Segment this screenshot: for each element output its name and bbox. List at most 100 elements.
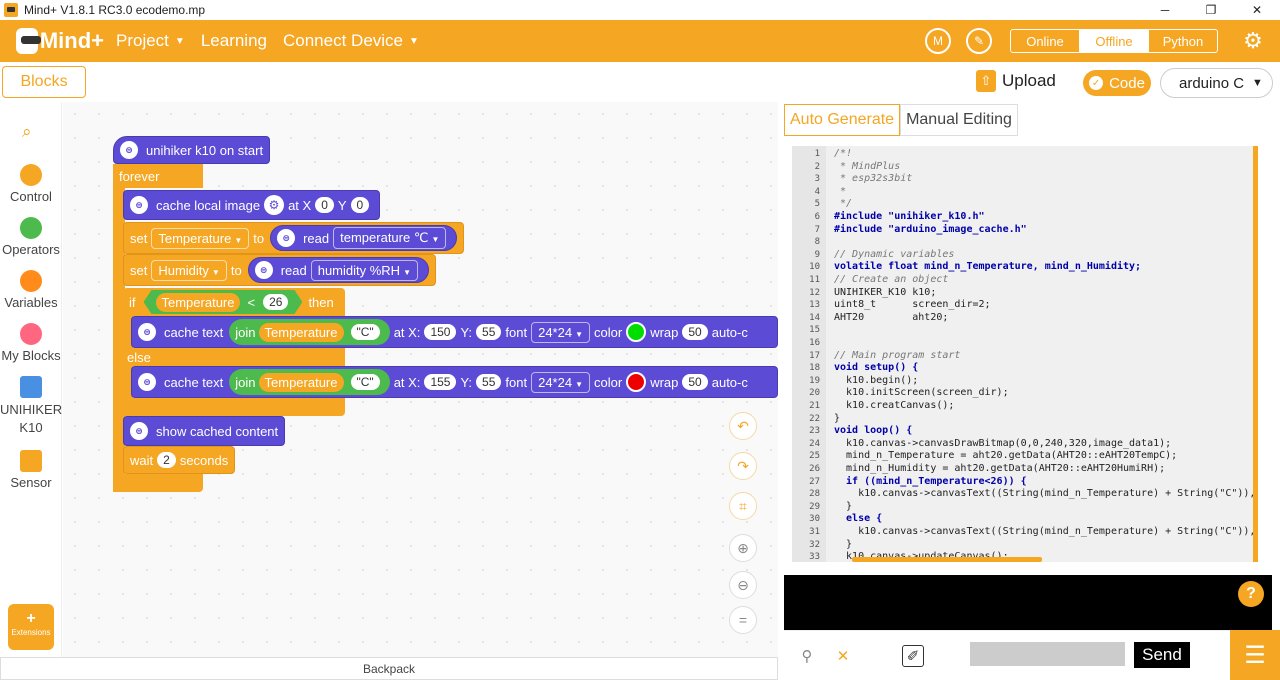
join-operator[interactable]: join Temperature "C" [229, 369, 390, 395]
block-label: Y [337, 197, 347, 213]
forever-bottom [113, 474, 203, 492]
check-icon: ✓ [1089, 76, 1104, 90]
course-icon[interactable]: M [925, 28, 951, 54]
category-control[interactable]: Control [0, 164, 62, 204]
extensions-label: Extensions [11, 628, 51, 637]
y-input[interactable]: 55 [476, 324, 502, 340]
backpack-bar[interactable]: Backpack [0, 657, 778, 680]
category-my-blocks[interactable]: My Blocks [0, 323, 62, 363]
feedback-icon[interactable]: ✎ [966, 28, 992, 54]
set-temperature-block[interactable]: set Temperature▼ to ⊜read temperature ℃▼ [123, 222, 465, 254]
wrap-input[interactable]: 50 [682, 324, 708, 340]
sensor-dropdown[interactable]: temperature ℃▼ [333, 227, 447, 249]
if-else-block[interactable]: if Temperature < 26 then [123, 288, 345, 316]
category-variables[interactable]: Variables [0, 270, 62, 310]
read-temperature-reporter[interactable]: ⊜read temperature ℃▼ [270, 225, 458, 251]
settings-gear-icon[interactable]: ⚙ [1243, 28, 1263, 53]
cache-text-block-if[interactable]: ⊜cache text join Temperature "C" at X: 1… [131, 316, 778, 348]
y-input[interactable]: 0 [350, 197, 370, 213]
undo-icon[interactable]: ↶ [729, 412, 757, 440]
tab-manual-editing[interactable]: Manual Editing [900, 104, 1018, 136]
x-input[interactable]: 155 [424, 374, 457, 390]
read-humidity-reporter[interactable]: ⊜read humidity %RH▼ [247, 257, 429, 283]
font-dropdown[interactable]: 24*24▼ [531, 321, 590, 343]
line-number: 22 [809, 413, 820, 424]
board-select[interactable]: arduino C ▼ [1160, 68, 1273, 98]
zoom-out-icon[interactable]: ⊖ [729, 571, 757, 599]
horizontal-scrollbar[interactable] [852, 557, 1042, 562]
category-sensor[interactable]: Sensor [0, 450, 62, 490]
less-than-operator[interactable]: Temperature < 26 [144, 290, 303, 314]
code-toggle-button[interactable]: ✓ Code [1083, 70, 1151, 96]
variable-dropdown[interactable]: Humidity▼ [151, 259, 227, 281]
list-menu-icon[interactable]: ☰ [1230, 630, 1280, 680]
wrap-input[interactable]: 50 [682, 374, 708, 390]
block-label: forever [119, 168, 160, 184]
mode-online[interactable]: Online [1026, 33, 1064, 49]
y-input[interactable]: 55 [476, 374, 502, 390]
set-humidity-block[interactable]: set Humidity▼ to ⊜read humidity %RH▼ [123, 254, 436, 286]
chevron-down-icon: ▼ [1252, 77, 1263, 89]
menu-project[interactable]: Project▼ [116, 31, 185, 51]
blocks-tab[interactable]: Blocks [2, 66, 86, 98]
maximize-button[interactable]: ❐ [1205, 3, 1217, 17]
font-dropdown[interactable]: 24*24▼ [531, 371, 590, 393]
forever-block[interactable]: forever [113, 164, 203, 188]
code-line: uint8_t screen_dir=2; [834, 299, 991, 311]
line-number: 3 [814, 174, 820, 185]
redo-icon[interactable]: ↷ [729, 452, 757, 480]
wait-block[interactable]: wait 2 seconds [123, 446, 236, 474]
sensor-dropdown[interactable]: humidity %RH▼ [310, 259, 418, 281]
zoom-reset-icon[interactable]: = [729, 606, 757, 634]
cache-local-image-block[interactable]: ⊜cache local image ⚙ at X 0 Y 0 [123, 190, 381, 220]
x-input[interactable]: 0 [315, 197, 334, 213]
disconnect-icon[interactable]: ✕ [836, 648, 850, 665]
category-label: Control [10, 189, 52, 204]
block-label: color [594, 374, 623, 390]
menu-learning[interactable]: Learning [201, 31, 267, 51]
mode-python[interactable]: Python [1162, 33, 1204, 49]
on-start-hat-block[interactable]: ⊜unihiker k10 on start [113, 136, 271, 164]
close-button[interactable]: ✕ [1251, 3, 1263, 17]
temperature-variable[interactable]: Temperature [258, 372, 344, 392]
block-label: join [235, 324, 256, 340]
temperature-variable[interactable]: Temperature [258, 322, 344, 342]
crop-icon[interactable]: ⌗ [729, 492, 757, 520]
block-label: else [127, 349, 151, 365]
upload-button[interactable]: ⇧ Upload [976, 70, 1056, 92]
x-input[interactable]: 150 [424, 324, 457, 340]
vertical-scrollbar[interactable] [1253, 146, 1258, 562]
extensions-button[interactable]: +Extensions [8, 604, 54, 650]
variable-dropdown[interactable]: Temperature▼ [151, 227, 250, 249]
category-operators[interactable]: Operators [0, 217, 62, 257]
string-input[interactable]: "C" [350, 324, 380, 340]
temperature-variable[interactable]: Temperature [156, 293, 241, 312]
compare-value-input[interactable]: 26 [263, 294, 288, 310]
blocks-workspace[interactable]: ⊜unihiker k10 on start forever ⊜cache lo… [63, 102, 778, 657]
search-icon[interactable]: ⌕ [22, 122, 32, 141]
menu-connect-device[interactable]: Connect Device▼ [283, 31, 419, 51]
code-line: */ [834, 198, 853, 210]
eraser-icon[interactable]: ✐ [902, 645, 924, 667]
zoom-in-icon[interactable]: ⊕ [729, 534, 757, 562]
join-operator[interactable]: join Temperature "C" [229, 319, 390, 345]
tab-auto-generate[interactable]: Auto Generate [784, 104, 901, 136]
image-gear-icon[interactable]: ⚙ [264, 195, 285, 215]
show-cached-content-block[interactable]: ⊜show cached content [123, 416, 286, 446]
usb-icon[interactable]: ⚲ [801, 648, 813, 665]
string-input[interactable]: "C" [350, 374, 380, 390]
minimize-button[interactable]: ─ [1160, 3, 1170, 17]
color-picker-red[interactable] [626, 372, 647, 392]
category-unihiker-k10[interactable]: UNIHIKER K10 [0, 376, 62, 437]
serial-input[interactable] [970, 642, 1125, 666]
line-number: 1 [814, 149, 820, 159]
line-number: 17 [809, 350, 820, 361]
cache-text-block-else[interactable]: ⊜cache text join Temperature "C" at X: 1… [131, 366, 778, 398]
help-icon[interactable]: ? [1238, 581, 1264, 607]
wait-seconds-input[interactable]: 2 [157, 452, 176, 468]
color-picker-green[interactable] [626, 322, 647, 342]
send-button[interactable]: Send [1134, 642, 1190, 668]
mode-offline[interactable]: Offline [1079, 30, 1149, 52]
line-number: 15 [809, 325, 820, 336]
